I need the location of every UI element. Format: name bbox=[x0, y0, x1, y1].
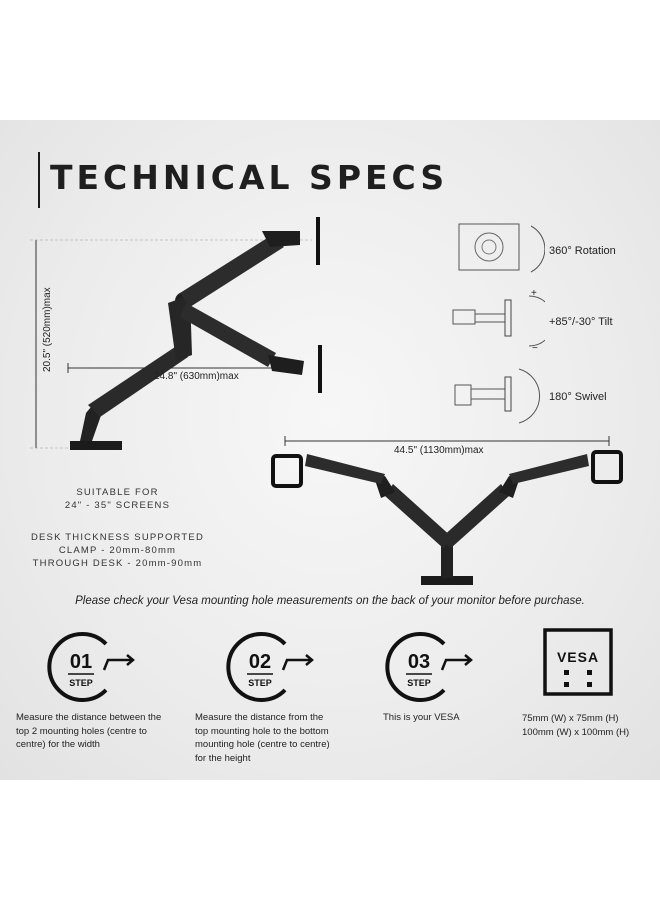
vesa-note: Please check your Vesa mounting hole mea… bbox=[75, 595, 585, 607]
step-02-word: STEP bbox=[248, 678, 272, 688]
vesa-size-1: 75mm (W) x 75mm (H) bbox=[522, 713, 619, 724]
vesa-logo: VESA bbox=[543, 628, 613, 696]
monitor-arm-illustration bbox=[30, 217, 322, 450]
tilt-minus-sign: − bbox=[532, 343, 538, 354]
desk-thickness-info: DESK THICKNESS SUPPORTED CLAMP - 20mm-80… bbox=[20, 531, 215, 570]
step-01-number: 01 bbox=[70, 651, 92, 673]
span-dimension-label: 44.5" (1130mm)max bbox=[394, 445, 484, 456]
desk-line-1: DESK THICKNESS SUPPORTED bbox=[30, 532, 205, 543]
tilt-plus-sign: + bbox=[531, 288, 537, 299]
desk-line-2: CLAMP - 20mm-80mm bbox=[58, 545, 177, 556]
height-dimension-label: 20.5" (520mm)max bbox=[42, 287, 53, 372]
step-01-badge: 01 STEP bbox=[47, 632, 135, 702]
feature-rotation-label: 360° Rotation bbox=[549, 245, 616, 257]
tilt-icon bbox=[452, 295, 545, 347]
reach-dimension-label: 24.8" (630mm)max bbox=[154, 371, 239, 382]
step-03-word: STEP bbox=[407, 678, 431, 688]
step-02-text: Measure the distance from the top mounti… bbox=[195, 712, 330, 764]
feature-tilt-label: +85°/-30° Tilt bbox=[549, 316, 613, 328]
swivel-icon bbox=[454, 368, 541, 424]
vesa-sizes: 75mm (W) x 75mm (H) 100mm (W) x 100mm (H… bbox=[522, 712, 629, 740]
step-02-number: 02 bbox=[249, 651, 271, 673]
step-01-text: Measure the distance between the top 2 m… bbox=[16, 712, 162, 750]
step-03-badge: 03 STEP bbox=[385, 632, 473, 702]
step-03-text: This is your VESA bbox=[383, 712, 460, 723]
rotation-icon bbox=[458, 223, 545, 273]
dual-arm-illustration bbox=[271, 436, 623, 585]
step-01-word: STEP bbox=[69, 678, 93, 688]
feature-swivel-label: 180° Swivel bbox=[549, 391, 607, 403]
suitable-line-1: SUITABLE FOR bbox=[76, 487, 159, 498]
step-03-number: 03 bbox=[408, 651, 430, 673]
vesa-logo-text: VESA bbox=[557, 649, 599, 665]
page-title: TECHNICAL SPECS bbox=[50, 158, 449, 197]
vesa-size-2: 100mm (W) x 100mm (H) bbox=[522, 727, 630, 738]
step-02-badge: 02 STEP bbox=[226, 632, 314, 702]
title-accent-bar bbox=[38, 152, 40, 208]
suitable-line-2: 24" - 35" SCREENS bbox=[64, 500, 171, 511]
suitable-info: SUITABLE FOR 24" - 35" SCREENS bbox=[20, 486, 215, 512]
desk-line-3: THROUGH DESK - 20mm-90mm bbox=[32, 558, 203, 569]
